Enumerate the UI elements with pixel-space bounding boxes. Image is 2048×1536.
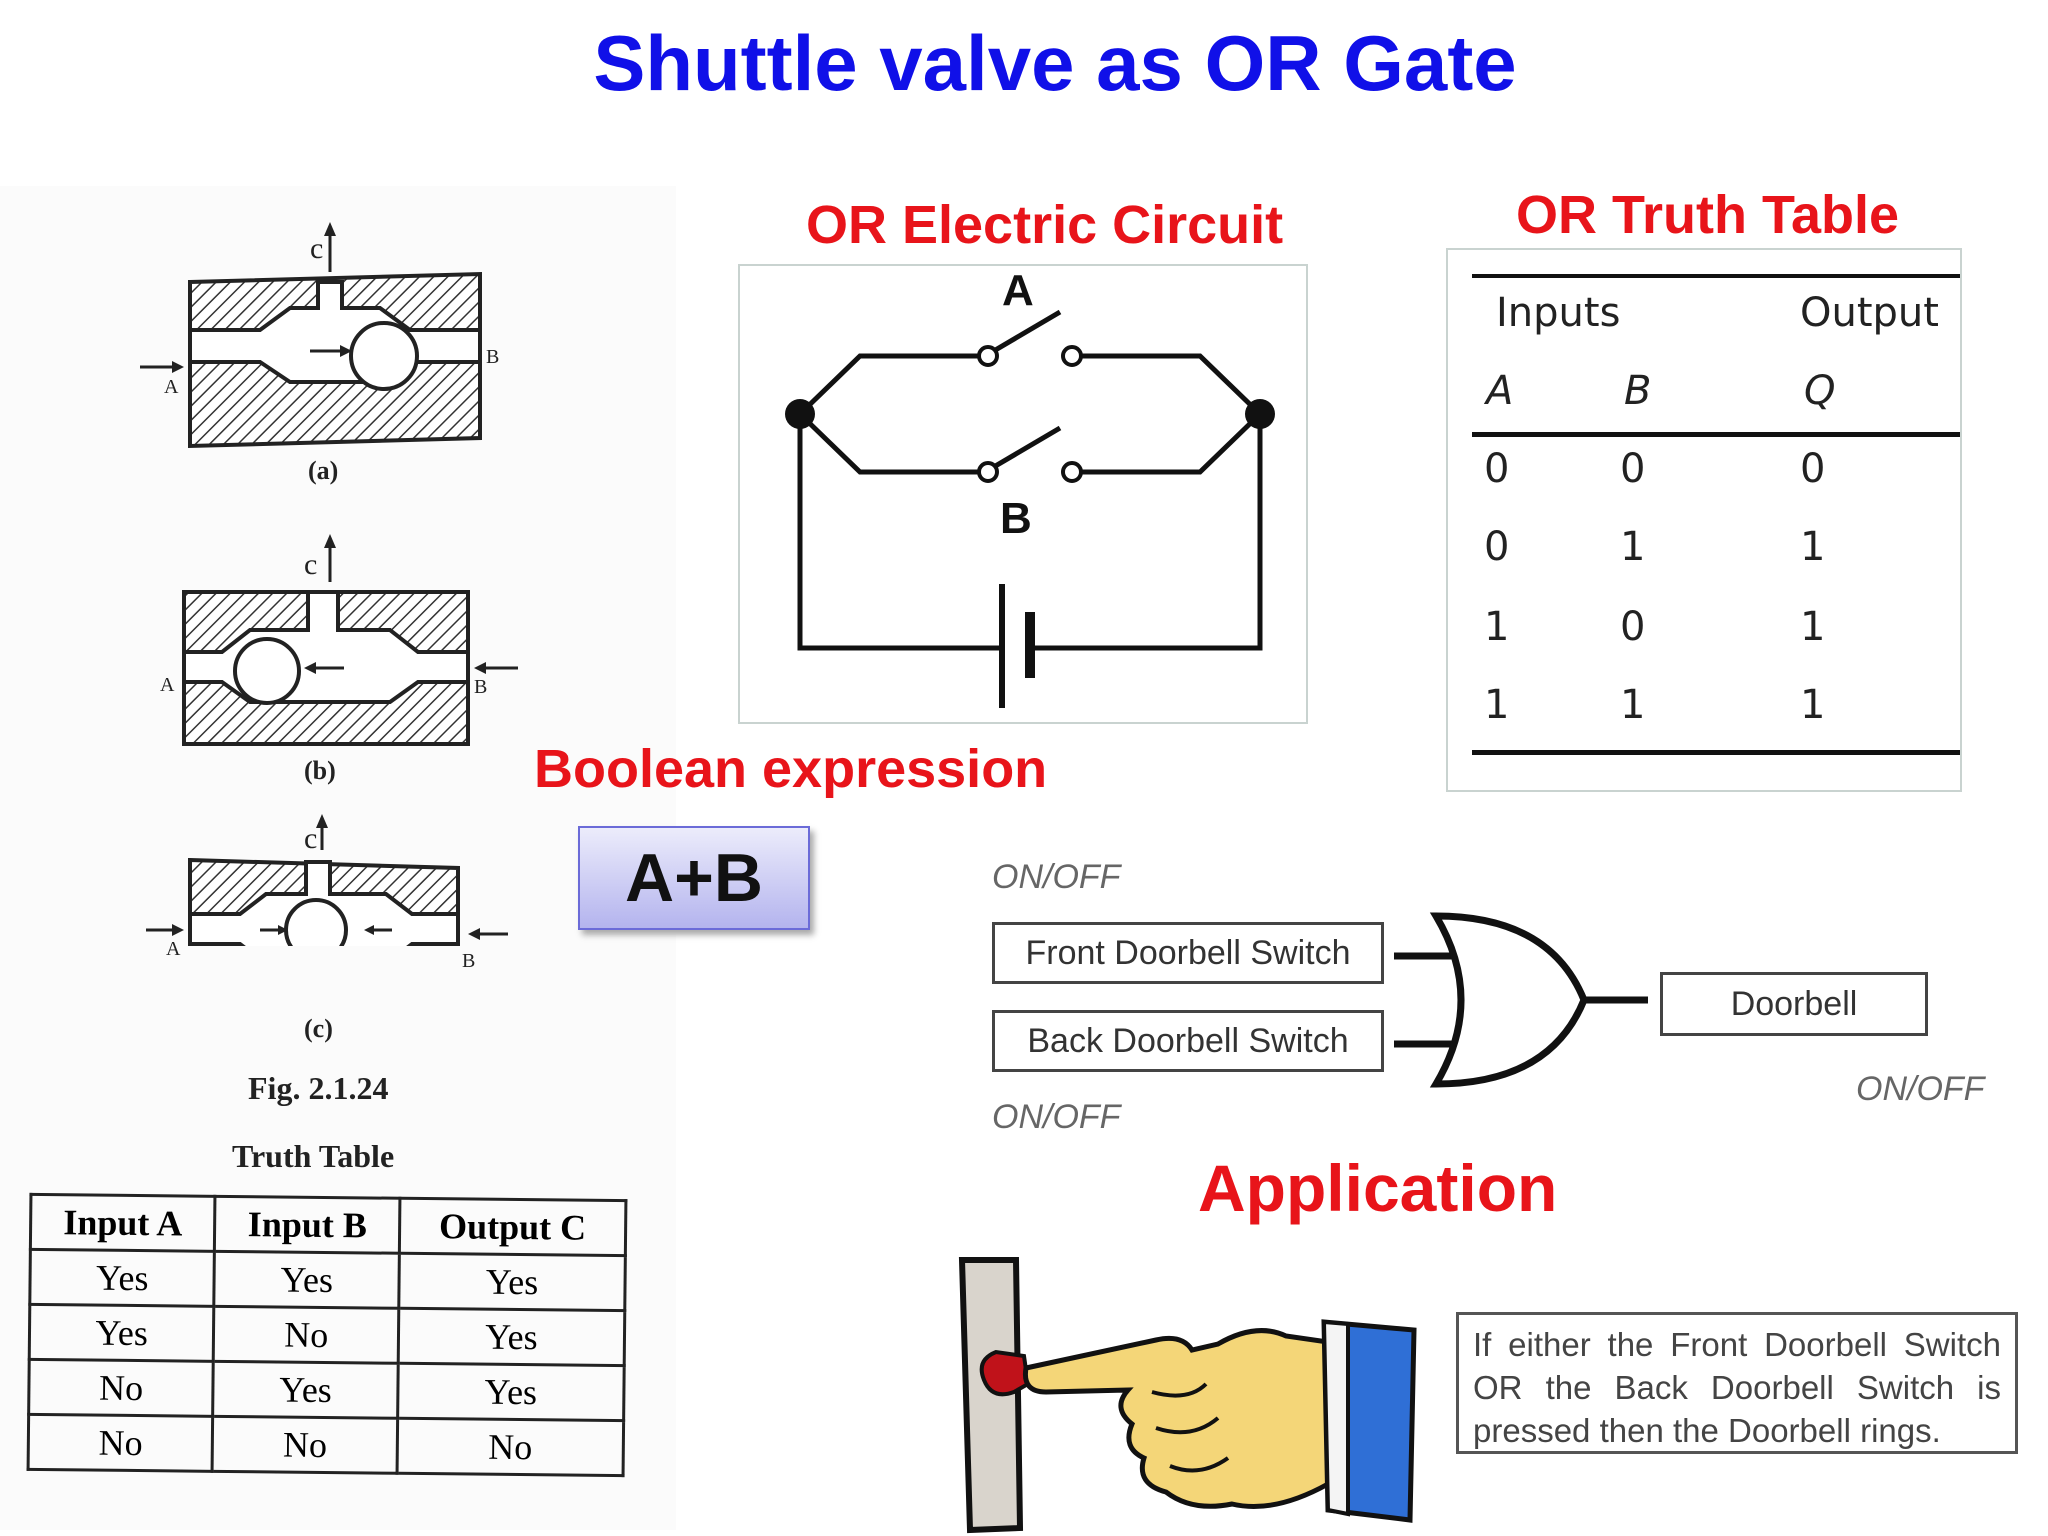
onoff-label-output: ON/OFF <box>1856 1070 1985 1108</box>
switch-a-label: A <box>1002 266 1034 315</box>
truth-table-caption: Truth Table <box>232 1138 395 1174</box>
front-switch-box: Front Doorbell Switch <box>992 922 1384 984</box>
column-header-q: Q <box>1804 368 1836 414</box>
column-header: Input A <box>30 1194 216 1252</box>
table-cell: 0 <box>1620 446 1646 492</box>
port-label-a-a: A <box>164 376 179 398</box>
table-cell: 0 <box>1800 446 1826 492</box>
valve-a <box>140 222 482 449</box>
sub-caption-a: (a) <box>308 456 339 485</box>
valve-c <box>146 814 508 1017</box>
table-cell: No <box>28 1414 214 1472</box>
table-cell: 1 <box>1800 604 1826 650</box>
sub-caption-b: (b) <box>304 756 336 785</box>
switch-b-label: B <box>1000 494 1032 543</box>
table-cell: No <box>396 1418 624 1476</box>
doorbell-box: Doorbell <box>1660 972 1928 1036</box>
circuit-panel: A B <box>738 264 1308 724</box>
table-cell: Yes <box>214 1251 400 1309</box>
column-header: Input B <box>214 1196 400 1254</box>
table-rule-top <box>1472 274 1960 278</box>
inputs-label: Inputs <box>1496 290 1621 336</box>
table-rule-bottom <box>1472 750 1960 755</box>
port-label-b-b: B <box>474 676 488 698</box>
port-label-b-a: B <box>486 346 500 368</box>
table-cell: 1 <box>1620 682 1646 728</box>
boolean-expression-box: A+B <box>578 826 810 930</box>
table-cell: 1 <box>1484 682 1510 728</box>
output-label: Output <box>1800 290 1939 336</box>
table-cell: 0 <box>1484 524 1510 570</box>
table-cell: Yes <box>398 1308 625 1366</box>
table-cell: 1 <box>1484 604 1510 650</box>
switch-a-blade <box>990 309 1062 355</box>
shuttle-truth-table: Input A Input B Output C Yes Yes Yes Yes… <box>27 1193 628 1477</box>
sub-caption-c: (c) <box>304 1014 333 1043</box>
or-truth-table-heading: OR Truth Table <box>1516 185 1900 245</box>
port-label-a-c: A <box>166 938 181 960</box>
application-note: If either the Front Doorbell Switch OR t… <box>1456 1312 2018 1454</box>
switch-b-blade <box>990 425 1062 471</box>
port-label-b-c: B <box>462 950 476 972</box>
application-heading: Application <box>1198 1151 1558 1225</box>
table-header-row: Input A Input B Output C <box>30 1194 626 1256</box>
or-circuit-diagram <box>785 309 1275 708</box>
figure-caption: Fig. 2.1.24 <box>248 1070 389 1106</box>
page-title: Shuttle valve as OR Gate <box>593 19 1517 107</box>
shuttle-valve-figure: c A B c A B c A B (a) (b) (c) Fig. 2.1.2… <box>0 186 676 1530</box>
table-row: Yes No Yes <box>29 1304 625 1366</box>
table-cell: Yes <box>398 1253 626 1311</box>
circuit-heading: OR Electric Circuit <box>806 195 1284 255</box>
port-label-c-a: c <box>310 232 324 265</box>
port-label-c-b: c <box>304 548 318 581</box>
table-cell: No <box>213 1306 399 1364</box>
table-cell: Yes <box>29 1304 215 1362</box>
column-header: Output C <box>399 1198 626 1256</box>
or-gate-symbol <box>1394 912 1648 1088</box>
table-cell: No <box>28 1359 214 1417</box>
onoff-label-bottom: ON/OFF <box>992 1098 1121 1136</box>
column-header-a: A <box>1486 368 1514 414</box>
table-cell: Yes <box>29 1249 215 1307</box>
table-cell: 0 <box>1620 604 1646 650</box>
table-row: Yes Yes Yes <box>29 1249 626 1311</box>
table-cell: Yes <box>213 1361 399 1419</box>
port-label-c-c: c <box>304 822 318 855</box>
table-row: No No No <box>28 1414 624 1476</box>
table-cell: 1 <box>1620 524 1646 570</box>
table-cell: 1 <box>1800 682 1826 728</box>
table-cell: 1 <box>1800 524 1826 570</box>
column-header-b: B <box>1624 368 1652 414</box>
hand-pressing-button-illustration <box>958 1257 1417 1534</box>
table-cell: Yes <box>397 1363 625 1421</box>
shuttle-valve-diagrams <box>140 222 518 1017</box>
table-row: No Yes Yes <box>28 1359 625 1421</box>
port-label-a-b: A <box>160 674 175 696</box>
or-truth-table-panel: Inputs Output A B Q 0 0 0 0 1 1 1 0 1 1 … <box>1446 248 1962 792</box>
onoff-label-top: ON/OFF <box>992 858 1121 896</box>
valve-b <box>182 534 518 746</box>
back-switch-box: Back Doorbell Switch <box>992 1010 1384 1072</box>
table-rule-header <box>1472 432 1960 437</box>
table-cell: No <box>212 1416 398 1474</box>
table-cell: 0 <box>1484 446 1510 492</box>
boolean-heading: Boolean expression <box>534 739 1048 799</box>
